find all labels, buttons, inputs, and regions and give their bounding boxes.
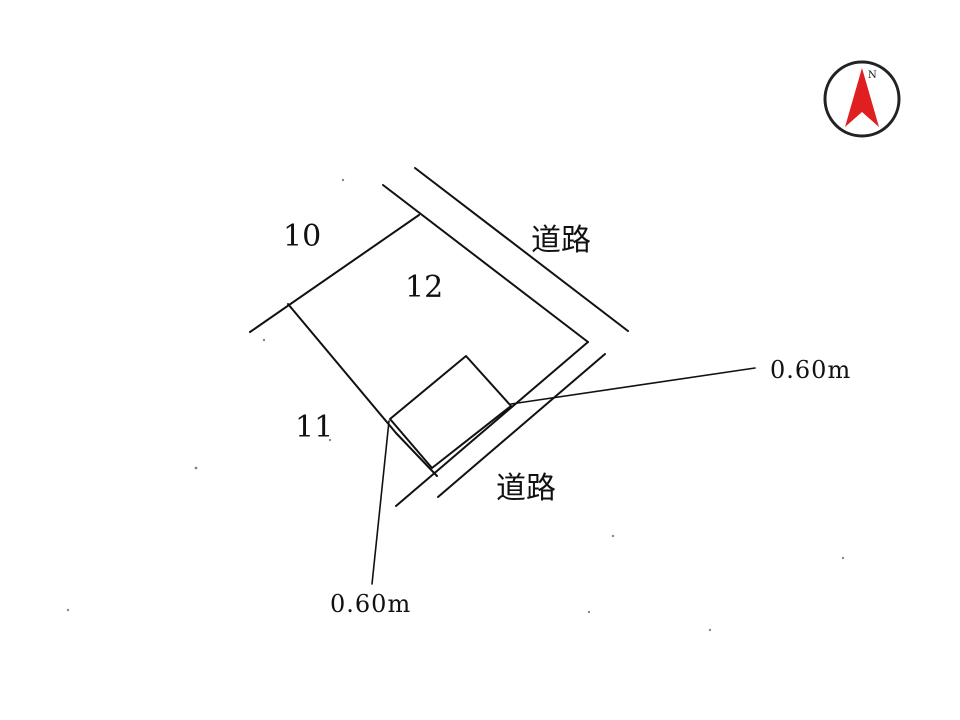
road-east-outer-edge xyxy=(414,167,629,332)
road-label-south: 道路 xyxy=(496,471,556,506)
lot-label-12: 12 xyxy=(405,270,443,305)
road-south-inner-edge xyxy=(395,341,589,507)
dimension-leader-left xyxy=(371,420,390,585)
scan-speck xyxy=(262,338,266,342)
north-label: N xyxy=(868,70,877,81)
scan-speck xyxy=(708,628,712,632)
building-footprint xyxy=(389,355,512,469)
scan-speck xyxy=(328,438,332,442)
scan-speck xyxy=(341,178,345,182)
lot-label-10: 10 xyxy=(283,219,321,254)
road-south-outer-edge xyxy=(437,353,606,498)
dimension-leader-right xyxy=(510,367,756,405)
compass-ring xyxy=(823,60,901,138)
scan-speck xyxy=(611,534,615,538)
boundary-lot11-lot12 xyxy=(287,303,397,434)
scan-speck xyxy=(194,466,198,470)
boundary-lot10-lot12 xyxy=(249,214,420,333)
north-arrow-icon xyxy=(845,68,879,127)
scan-speck xyxy=(841,556,845,560)
north-compass-icon: N xyxy=(823,60,901,138)
dimension-label-right: 0.60m xyxy=(770,356,851,384)
road-east-inner-edge xyxy=(382,184,589,343)
scan-speck xyxy=(587,610,591,614)
dimension-label-left: 0.60m xyxy=(330,590,411,618)
corner-cut-line xyxy=(395,432,438,477)
scan-speck xyxy=(66,608,70,612)
lot-label-11: 11 xyxy=(295,410,333,445)
road-label-east: 道路 xyxy=(531,223,591,258)
